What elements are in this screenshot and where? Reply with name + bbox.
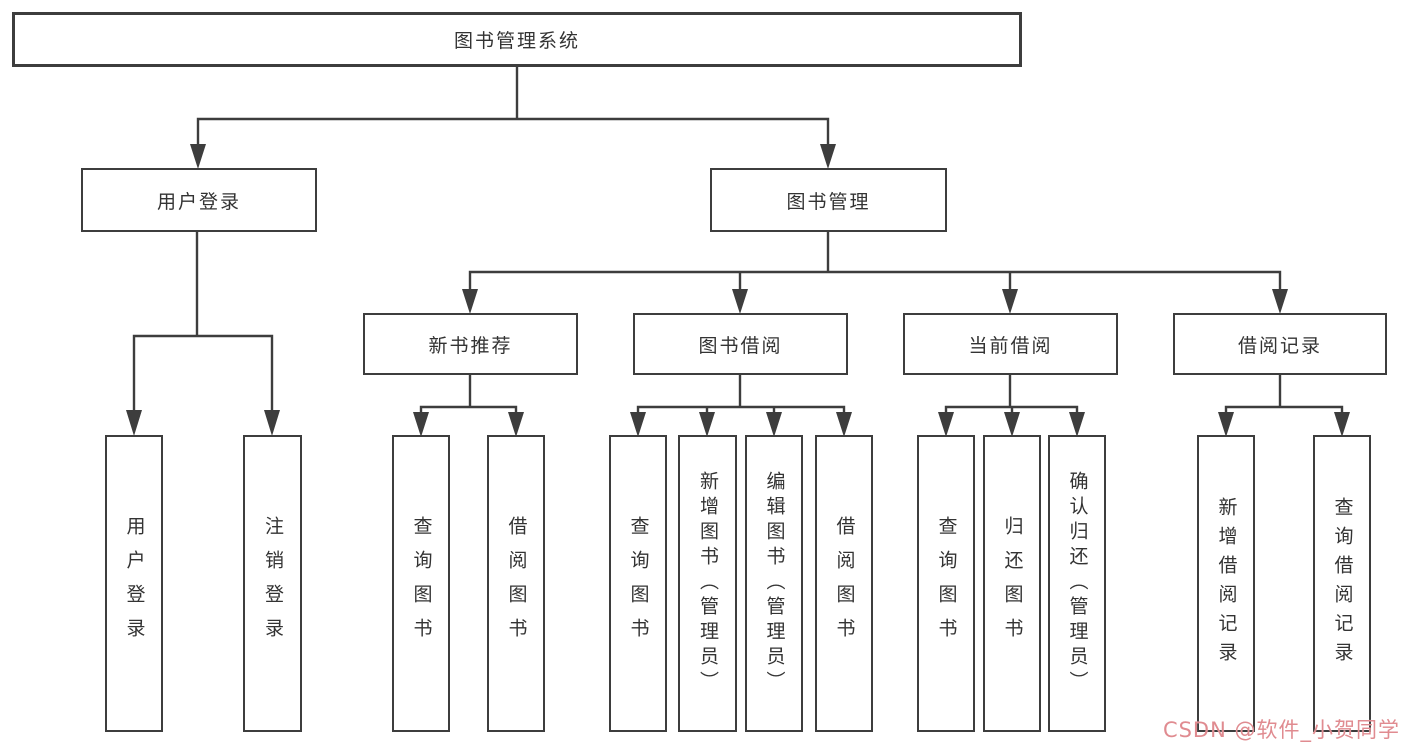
leaf-records-query-record: 查询借阅记录 bbox=[1313, 435, 1371, 732]
node-label: 查询图书 bbox=[410, 515, 433, 652]
arrowheads-book-borrow-leaves bbox=[630, 412, 852, 437]
node-label: 用户登录 bbox=[123, 515, 146, 652]
leaf-recommend-query-books: 查询图书 bbox=[392, 435, 450, 732]
node-label: 查询图书 bbox=[935, 515, 958, 652]
connector-borrow-records-to-leaves bbox=[1224, 373, 1344, 417]
node-label: 新增借阅记录 bbox=[1215, 496, 1238, 671]
node-label: 当前借阅 bbox=[968, 334, 1053, 357]
node-current-borrow: 当前借阅 bbox=[903, 313, 1118, 375]
connector-book-borrow-to-leaves bbox=[636, 373, 846, 417]
watermark: CSDN @软件_小贺同学 bbox=[1162, 718, 1400, 742]
node-library-management-system: 图书管理系统 bbox=[12, 12, 1022, 67]
arrowheads-user-login-leaves bbox=[126, 410, 280, 436]
node-label: 注销登录 bbox=[262, 515, 284, 652]
arrowheads-level3 bbox=[462, 289, 1288, 314]
node-label: 确认归还（管理员） bbox=[1066, 471, 1089, 696]
node-book-borrow: 图书借阅 bbox=[633, 313, 848, 375]
node-label: 借阅图书 bbox=[833, 515, 856, 652]
node-label: 归还图书 bbox=[1001, 515, 1024, 652]
arrowheads-new-book-leaves bbox=[413, 412, 524, 437]
node-label: 借阅记录 bbox=[1237, 334, 1322, 357]
node-borrow-records: 借阅记录 bbox=[1173, 313, 1387, 375]
node-label: 查询借阅记录 bbox=[1331, 496, 1354, 671]
leaf-borrow-borrow-books: 借阅图书 bbox=[815, 435, 873, 732]
node-label: 图书管理系统 bbox=[453, 30, 580, 52]
leaf-borrow-query-books: 查询图书 bbox=[609, 435, 667, 732]
node-label: 查询图书 bbox=[627, 515, 650, 652]
leaf-logout-login: 注销登录 bbox=[243, 435, 302, 732]
connector-current-borrow-to-leaves bbox=[944, 373, 1079, 417]
connector-book-management-to-level3 bbox=[468, 230, 1282, 293]
leaf-borrow-add-books-admin: 新增图书（管理员） bbox=[678, 435, 737, 732]
node-new-book-recommend: 新书推荐 bbox=[363, 313, 578, 375]
node-label: 编辑图书（管理员） bbox=[763, 471, 786, 696]
arrowheads-borrow-records-leaves bbox=[1218, 412, 1350, 437]
leaf-records-add-record: 新增借阅记录 bbox=[1197, 435, 1255, 732]
leaf-current-query-books: 查询图书 bbox=[917, 435, 975, 732]
node-user-login: 用户登录 bbox=[81, 168, 317, 232]
node-label: 图书管理 bbox=[786, 190, 871, 213]
leaf-user-login: 用户登录 bbox=[105, 435, 163, 732]
connector-root-to-level2 bbox=[196, 65, 830, 148]
leaf-current-confirm-return-admin: 确认归还（管理员） bbox=[1048, 435, 1106, 732]
node-label: 图书借阅 bbox=[698, 334, 783, 357]
arrowheads-level2 bbox=[190, 144, 836, 169]
node-label: 借阅图书 bbox=[505, 515, 528, 652]
leaf-borrow-edit-books-admin: 编辑图书（管理员） bbox=[745, 435, 803, 732]
node-label: 用户登录 bbox=[156, 190, 241, 213]
node-label: 新增图书（管理员） bbox=[697, 471, 719, 696]
arrowheads-current-borrow-leaves bbox=[938, 412, 1085, 437]
connector-new-book-to-leaves bbox=[419, 373, 518, 417]
leaf-recommend-borrow-books: 借阅图书 bbox=[487, 435, 545, 732]
node-book-management: 图书管理 bbox=[710, 168, 947, 232]
leaf-current-return-books: 归还图书 bbox=[983, 435, 1041, 732]
connector-user-login-to-leaves bbox=[132, 230, 274, 414]
node-label: 新书推荐 bbox=[428, 334, 513, 357]
